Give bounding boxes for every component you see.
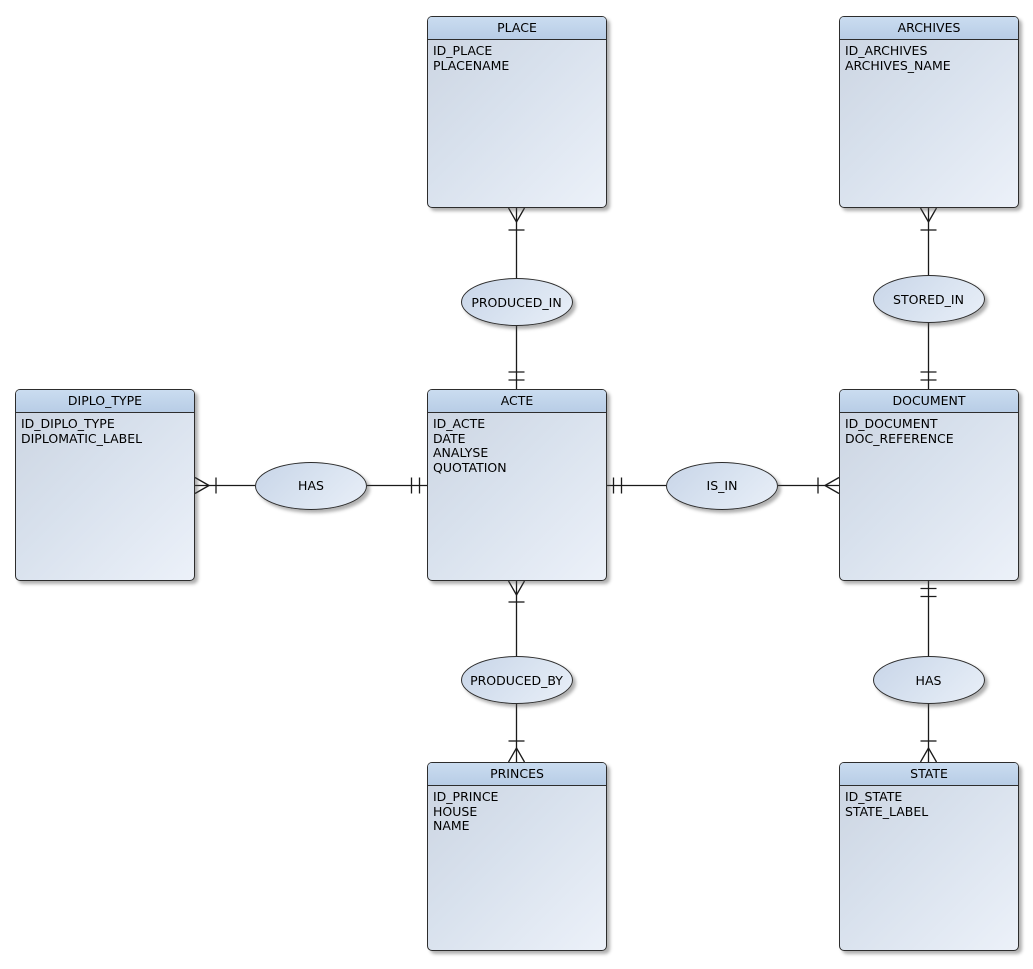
attribute: STATE_LABEL — [845, 803, 929, 819]
entity-document-attributes: ID_DOCUMENT DOC_REFERENCE — [840, 413, 1018, 450]
connector-archives-stored_in-document[interactable] — [919, 207, 938, 389]
entity-princes[interactable]: PRINCES ID_PRINCE HOUSE NAME — [427, 762, 607, 951]
connector-place-produced_in-acte[interactable] — [507, 207, 526, 389]
relationship-has-state[interactable]: HAS — [872, 656, 985, 704]
crow-foot-marker — [919, 207, 938, 223]
double-bar-marker — [920, 587, 937, 598]
relationship-label: IS_IN — [706, 478, 738, 493]
relationship-label: PRODUCED_IN — [471, 294, 562, 310]
attribute: PLACENAME — [433, 57, 510, 73]
attribute: ID_STATE — [845, 789, 903, 804]
attribute: ID_PRINCE — [433, 789, 499, 804]
attribute: ID_DOCUMENT — [845, 416, 938, 431]
entity-acte[interactable]: ACTE ID_ACTE DATE ANALYSE QUOTATION — [427, 389, 607, 581]
entity-document-title: DOCUMENT — [840, 390, 1018, 413]
entity-place-attributes: ID_PLACE PLACENAME — [428, 40, 606, 77]
connector-acte-produced_by-princes[interactable] — [507, 580, 526, 763]
relationship-has-diplo-type[interactable]: HAS — [255, 461, 367, 510]
connector-document-has-state[interactable] — [919, 581, 938, 763]
entity-acte-title: ACTE — [428, 390, 606, 413]
relationship-label: STORED_IN — [893, 291, 964, 307]
entity-archives-title: ARCHIVES — [840, 17, 1018, 40]
relationship-label: HAS — [298, 478, 324, 493]
entity-state-title: STATE — [840, 763, 1018, 786]
attribute: ID_DIPLO_TYPE — [21, 416, 115, 431]
relationship-produced-by[interactable]: PRODUCED_BY — [460, 656, 573, 704]
crow-foot-marker — [194, 476, 210, 495]
entity-acte-attributes: ID_ACTE DATE ANALYSE QUOTATION — [428, 413, 606, 479]
attribute: ID_ACTE — [433, 416, 486, 431]
relationship-stored-in[interactable]: STORED_IN — [872, 275, 985, 323]
entity-state-attributes: ID_STATE STATE_LABEL — [840, 786, 1018, 823]
double-bar-marker — [508, 371, 525, 381]
attribute: ANALYSE — [433, 445, 489, 460]
crow-foot-marker — [824, 476, 840, 495]
attribute: DOC_REFERENCE — [845, 430, 954, 446]
relationship-label: HAS — [915, 672, 942, 688]
entity-place[interactable]: PLACE ID_PLACE PLACENAME — [427, 16, 607, 208]
entity-archives-attributes: ID_ARCHIVES ARCHIVES_NAME — [840, 40, 1018, 77]
entity-archives[interactable]: ARCHIVES ID_ARCHIVES ARCHIVES_NAME — [839, 16, 1019, 208]
entity-place-title: PLACE — [428, 17, 606, 40]
entity-state[interactable]: STATE ID_STATE STATE_LABEL — [839, 762, 1019, 951]
entity-diplo-type[interactable]: DIPLO_TYPE ID_DIPLO_TYPE DIPLOMATIC_LABE… — [15, 389, 195, 581]
double-bar-marker — [410, 477, 421, 494]
relationship-label: PRODUCED_BY — [470, 672, 563, 688]
attribute: QUOTATION — [433, 459, 507, 475]
entity-document[interactable]: DOCUMENT ID_DOCUMENT DOC_REFERENCE — [839, 389, 1019, 581]
attribute: NAME — [433, 818, 470, 833]
relationship-produced-in[interactable]: PRODUCED_IN — [460, 278, 573, 326]
crow-foot-marker — [507, 207, 526, 223]
attribute: DIPLOMATIC_LABEL — [21, 430, 143, 446]
connector-diplo_type-has-acte[interactable] — [194, 476, 427, 495]
attribute: ID_PLACE — [433, 43, 493, 58]
entity-princes-title: PRINCES — [428, 763, 606, 786]
double-bar-marker — [920, 371, 937, 381]
attribute: ARCHIVES_NAME — [845, 57, 951, 73]
relationship-is-in[interactable]: IS_IN — [666, 461, 778, 510]
entity-diplo-type-attributes: ID_DIPLO_TYPE DIPLOMATIC_LABEL — [16, 413, 194, 450]
crow-foot-marker — [507, 747, 526, 763]
attribute: HOUSE — [433, 803, 478, 819]
entity-princes-attributes: ID_PRINCE HOUSE NAME — [428, 786, 606, 838]
crow-foot-marker — [919, 747, 938, 763]
double-bar-marker — [612, 477, 623, 494]
attribute: DATE — [433, 430, 466, 446]
entity-diplo-type-title: DIPLO_TYPE — [16, 390, 194, 413]
crow-foot-marker — [507, 580, 526, 596]
attribute: ID_ARCHIVES — [845, 43, 928, 58]
connector-acte-is_in-document[interactable] — [607, 476, 840, 495]
